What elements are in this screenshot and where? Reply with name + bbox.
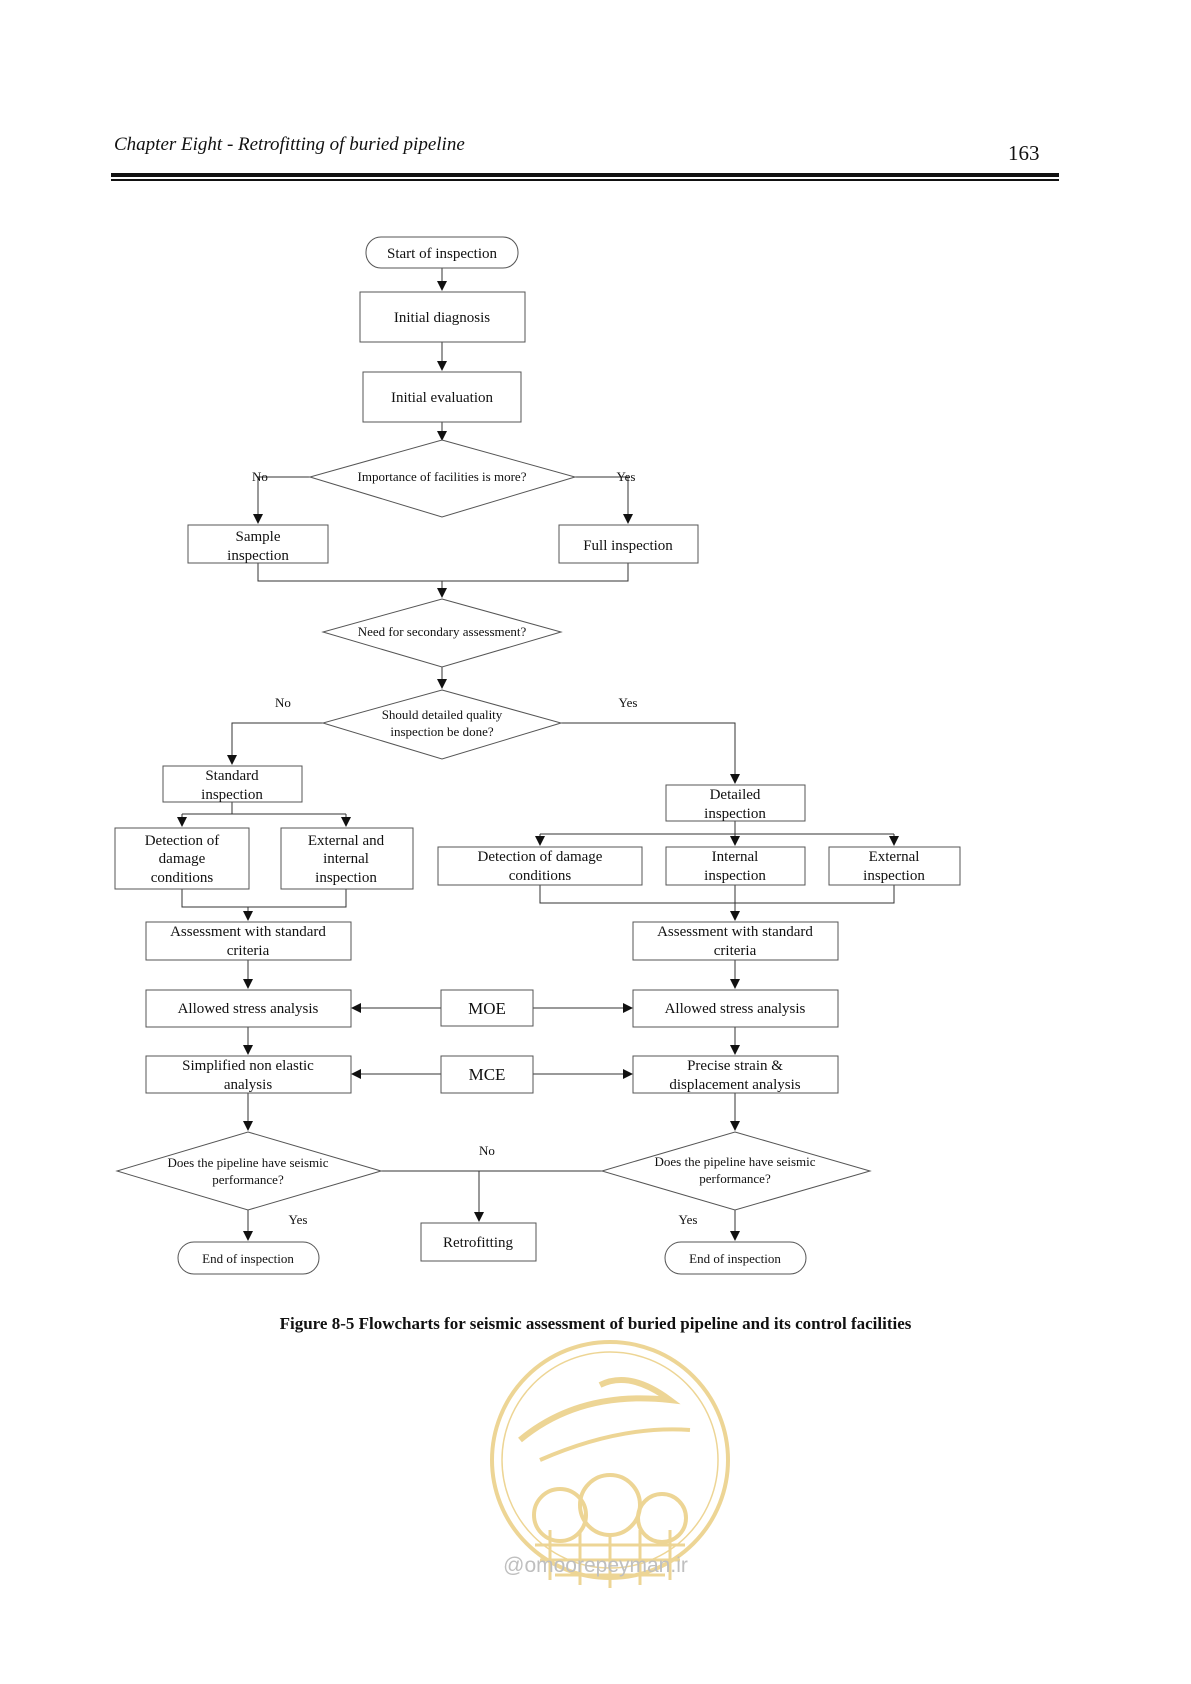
chapter-header-title: Chapter Eight - Retrofitting of buried p…	[114, 134, 465, 155]
moe-box	[440, 989, 534, 1027]
moe-label: MOE	[468, 999, 506, 1018]
right-internal-box	[665, 846, 806, 886]
start-terminal	[365, 236, 519, 269]
retrofitting-label: Retrofitting	[443, 1235, 513, 1251]
node-shapes	[114, 236, 961, 1275]
left-end-terminal	[177, 1241, 320, 1275]
connectors	[177, 268, 899, 1241]
left-simplified-box	[145, 1055, 352, 1094]
right-end-label: End of inspection	[689, 1251, 781, 1266]
full-inspection-box	[558, 524, 699, 564]
secondary-decision-diamond	[321, 598, 563, 668]
gear-left-icon	[532, 1487, 588, 1543]
label-no-importance: No	[252, 469, 268, 484]
node-labels: Start of inspection Initial diagnosis In…	[145, 246, 926, 1266]
detailed-inspection-box	[665, 784, 806, 822]
right-performance-diamond	[600, 1131, 872, 1211]
left-ext-int-box	[280, 827, 414, 890]
importance-decision-diamond	[308, 439, 577, 518]
left-detection-box	[114, 827, 250, 890]
gear-center-icon	[578, 1473, 642, 1537]
figure-caption: Figure 8-5 Flowcharts for seismic assess…	[279, 1314, 912, 1333]
header-rule-thick	[111, 173, 1059, 177]
initial-evaluation-label: Initial evaluation	[391, 390, 494, 406]
left-performance-diamond	[115, 1131, 383, 1211]
left-assessment-box	[145, 921, 352, 961]
left-end-label: End of inspection	[202, 1251, 294, 1266]
left-allowed-label: Allowed stress analysis	[178, 1001, 319, 1017]
right-allowed-box	[632, 989, 839, 1028]
left-allowed-box	[145, 989, 352, 1028]
right-detection-box	[437, 846, 643, 886]
importance-decision-label: Importance of facilities is more?	[358, 469, 527, 484]
label-yes-right-performance: Yes	[679, 1212, 698, 1227]
right-end-terminal	[664, 1241, 807, 1275]
label-no-quality: No	[275, 695, 291, 710]
branch-labels: No Yes No Yes No Yes Yes	[252, 469, 697, 1227]
sample-inspection-box	[187, 524, 329, 564]
label-no-performance: No	[479, 1143, 495, 1158]
secondary-decision-label: Need for secondary assessment?	[358, 624, 527, 639]
retrofitting-box	[420, 1222, 537, 1262]
start-label: Start of inspection	[387, 246, 497, 262]
quality-decision-diamond	[321, 689, 563, 760]
right-assessment-box	[632, 921, 839, 961]
standard-inspection-box	[162, 765, 303, 803]
right-external-box	[828, 846, 961, 886]
page-number: 163	[1008, 141, 1040, 165]
right-allowed-label: Allowed stress analysis	[665, 1001, 806, 1017]
flowchart: Start of inspection Initial diagnosis In…	[114, 236, 961, 1275]
header-rule-thin	[111, 179, 1059, 181]
gear-right-icon	[636, 1492, 688, 1544]
watermark-text: @omoorepeyman.ir	[503, 1554, 688, 1577]
mce-label: MCE	[469, 1065, 506, 1084]
watermark-logo	[490, 1340, 730, 1588]
right-precise-box	[632, 1055, 839, 1094]
label-yes-importance: Yes	[617, 469, 636, 484]
initial-diagnosis-box	[359, 291, 526, 343]
right-precise-label: Precise strain &displacement analysis	[669, 1058, 800, 1093]
label-yes-quality: Yes	[619, 695, 638, 710]
initial-diagnosis-label: Initial diagnosis	[394, 310, 490, 326]
mce-box	[440, 1055, 534, 1094]
initial-evaluation-box	[362, 371, 522, 423]
full-inspection-label: Full inspection	[583, 538, 673, 554]
label-yes-left-performance: Yes	[289, 1212, 308, 1227]
